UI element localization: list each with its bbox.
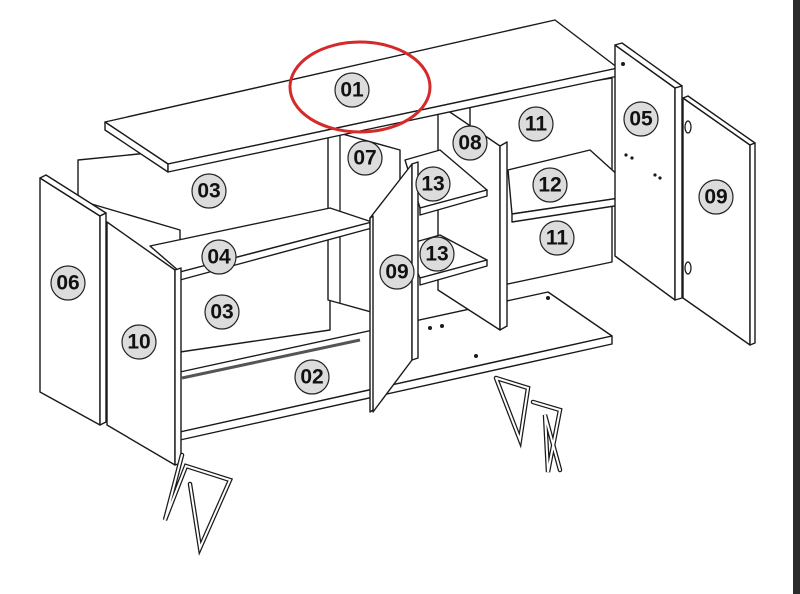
hairpin-leg-left	[162, 452, 234, 556]
svg-text:11: 11	[546, 227, 569, 250]
part-label-05: 05	[623, 101, 659, 137]
part-label-10: 10	[121, 324, 157, 360]
part-label-08: 08	[452, 125, 488, 161]
part-label-09: 09	[379, 254, 415, 290]
svg-text:10: 10	[127, 331, 150, 354]
part-label-04: 04	[201, 239, 237, 275]
svg-text:08: 08	[458, 132, 482, 155]
hairpin-leg-right	[493, 375, 563, 473]
svg-text:09: 09	[704, 186, 727, 209]
part-label-09: 09	[698, 179, 734, 215]
svg-text:03: 03	[197, 180, 220, 203]
part-label-01: 01	[334, 72, 370, 108]
svg-text:09: 09	[385, 261, 408, 284]
part-label-03: 03	[191, 173, 227, 209]
svg-text:04: 04	[207, 246, 231, 269]
part-label-07: 07	[347, 140, 383, 176]
panel-05	[614, 44, 676, 301]
part-label-13: 13	[415, 166, 451, 202]
svg-text:11: 11	[525, 113, 548, 136]
highlight-circle	[288, 40, 432, 134]
part-label-03: 03	[204, 294, 240, 330]
svg-text:13: 13	[421, 173, 444, 196]
svg-text:06: 06	[56, 272, 79, 295]
svg-text:05: 05	[629, 108, 653, 131]
part-label-11: 11	[518, 106, 554, 142]
part-label-02: 02	[294, 359, 330, 395]
svg-text:02: 02	[300, 366, 323, 389]
part-label-12: 12	[532, 167, 568, 203]
window-edge	[793, 0, 800, 594]
part-label-06: 06	[50, 265, 86, 301]
svg-text:01: 01	[340, 79, 364, 102]
svg-text:07: 07	[353, 147, 376, 170]
panel-06	[39, 177, 101, 426]
part-label-13: 13	[419, 236, 455, 272]
svg-text:13: 13	[425, 243, 448, 266]
svg-text:12: 12	[538, 174, 561, 197]
svg-text:03: 03	[210, 301, 233, 324]
part-label-11: 11	[539, 220, 575, 256]
